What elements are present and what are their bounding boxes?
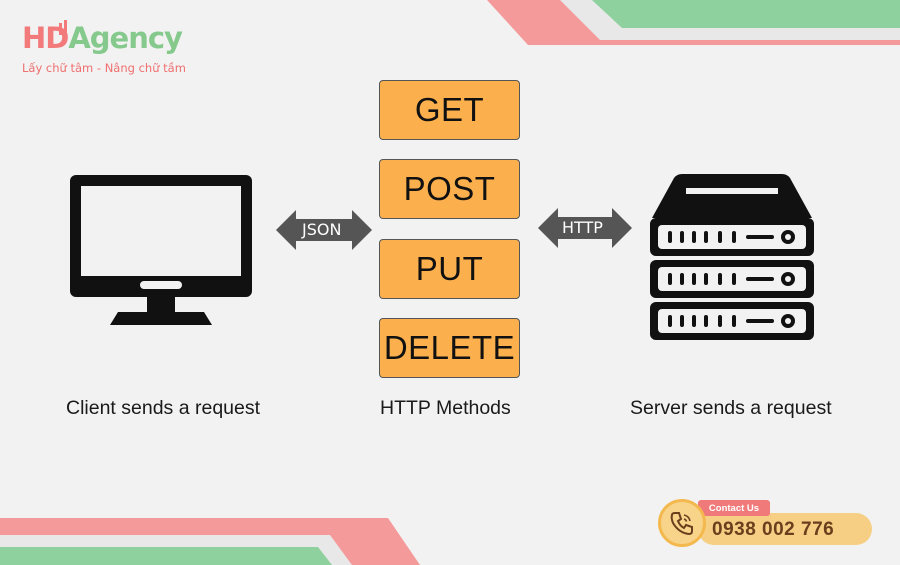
tagline-separator: -	[93, 61, 105, 75]
caption-methods: HTTP Methods	[380, 397, 511, 419]
caption-server: Server sends a request	[630, 397, 832, 419]
json-double-arrow	[276, 210, 372, 250]
brand-logo[interactable]: HDAgency Lấy chữ tâm - Nâng chữ tầm	[22, 20, 186, 75]
phone-badge[interactable]	[658, 499, 706, 547]
caption-client: Client sends a request	[66, 397, 261, 419]
brand-name-agency: Agency	[68, 21, 183, 55]
brand-name: HDAgency	[22, 22, 186, 54]
method-get: GET	[379, 80, 520, 140]
phone-icon	[670, 512, 693, 536]
logo-mark-icon	[59, 20, 67, 35]
method-put: PUT	[379, 239, 520, 299]
tagline-part2: Nâng chữ tầm	[104, 61, 186, 75]
contact-phone-number[interactable]: 0938 002 776	[712, 519, 835, 540]
brand-tagline: Lấy chữ tâm - Nâng chữ tầm	[22, 61, 186, 75]
monitor-icon	[70, 175, 252, 325]
tagline-part1: Lấy chữ tâm	[22, 61, 94, 75]
http-double-arrow	[538, 208, 632, 248]
http-label: HTTP	[562, 218, 603, 237]
server-icon	[650, 174, 814, 340]
method-post: POST	[379, 159, 520, 219]
method-delete: DELETE	[379, 318, 520, 378]
contact-tag: Contact Us	[698, 500, 770, 516]
contact-pill	[698, 513, 872, 545]
json-label: JSON	[302, 220, 342, 239]
